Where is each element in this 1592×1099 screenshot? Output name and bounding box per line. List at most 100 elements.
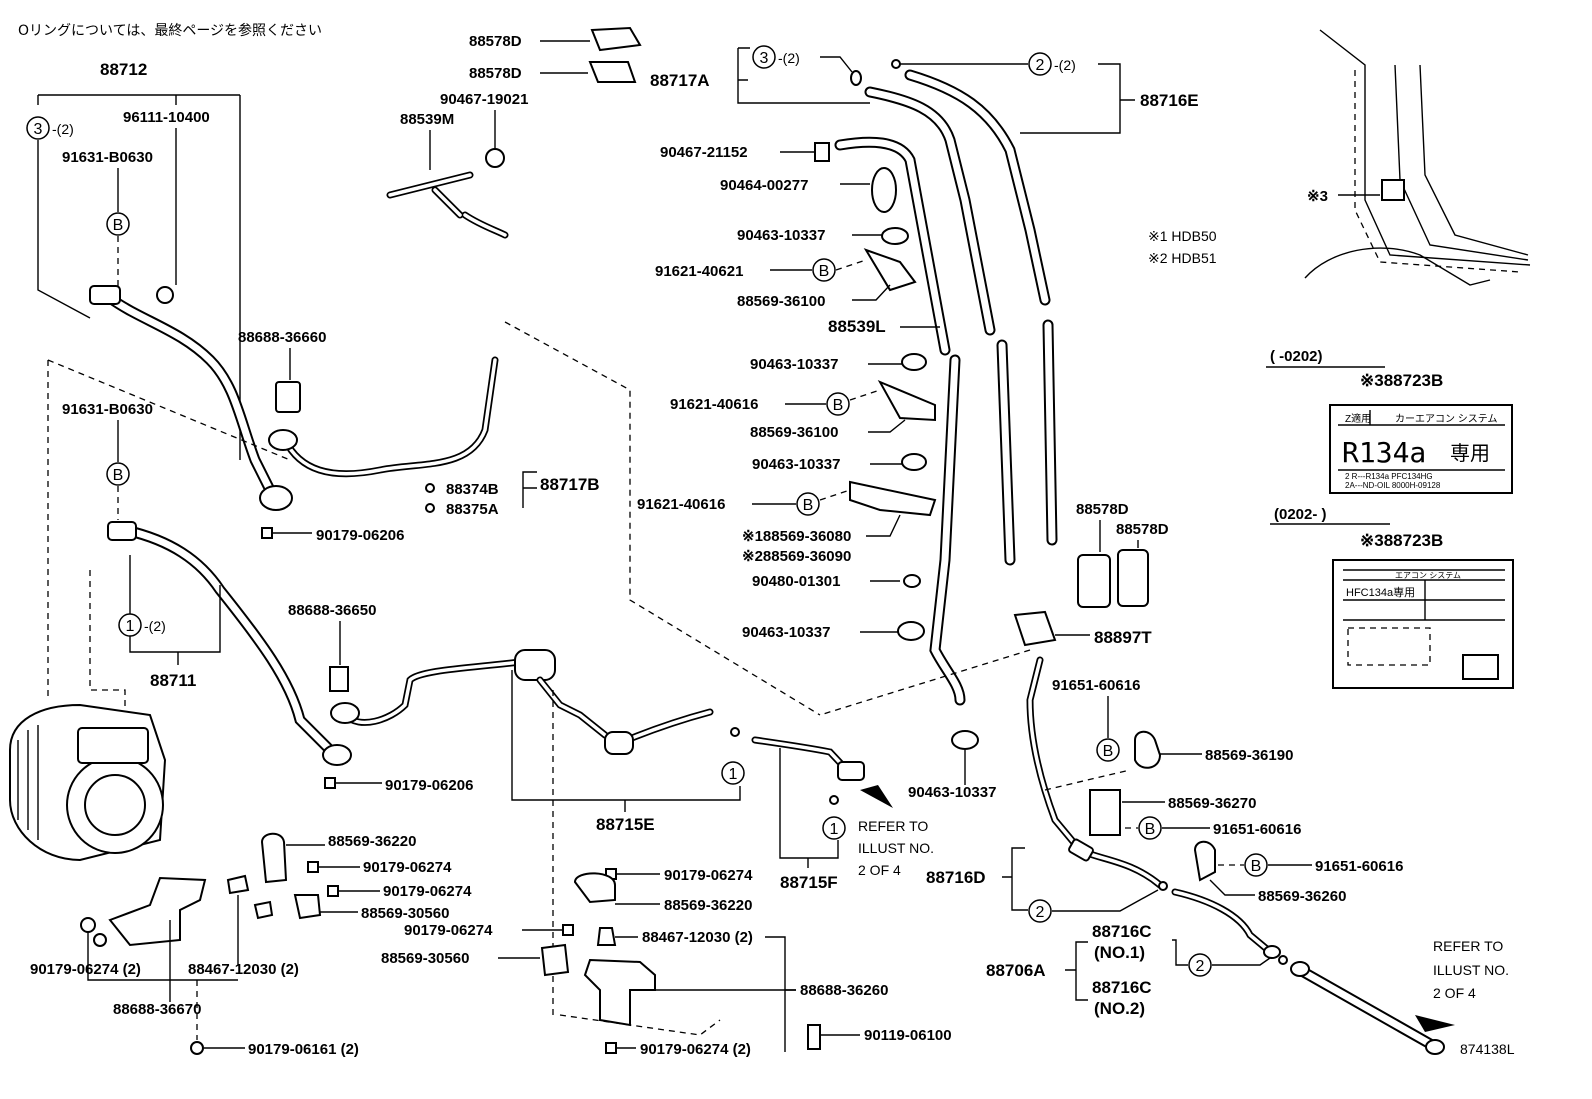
label-88374B[interactable]: 88374B	[446, 481, 499, 498]
label-88375A[interactable]: 88375A	[446, 501, 499, 518]
callout-b-6[interactable]	[1096, 738, 1120, 762]
label-88569-30560-a[interactable]: 88569-30560	[361, 905, 449, 922]
label-90179-06274-c[interactable]: 90179-06274 (2)	[30, 961, 141, 978]
callout-b-1[interactable]	[106, 212, 130, 236]
bracket-88688-36260	[583, 958, 656, 1027]
label-88569-36220-b[interactable]: 88569-36220	[664, 897, 752, 914]
label-88716C-no2[interactable]: 88716C	[1092, 978, 1152, 997]
label-88578D-a[interactable]: 88578D	[469, 33, 522, 50]
label-88897T[interactable]: 88897T	[1094, 628, 1152, 647]
callout-1-mid[interactable]	[721, 761, 745, 785]
label-88578D-b[interactable]: 88578D	[469, 65, 522, 82]
date-range-2[interactable]: (0202- )	[1274, 506, 1327, 523]
label-88569-36100-b[interactable]: 88569-36100	[750, 424, 838, 441]
refer-b-2[interactable]: ILLUST NO.	[1433, 962, 1509, 978]
label-88706A[interactable]: 88706A	[986, 961, 1046, 980]
label-88569-36270[interactable]: 88569-36270	[1168, 795, 1256, 812]
label-88716C-no1-n[interactable]: (NO.1)	[1094, 943, 1145, 962]
label-88711[interactable]: 88711	[150, 671, 196, 690]
label-90179-06274-f[interactable]: 90179-06274 (2)	[640, 1041, 751, 1058]
label-90179-06274-a[interactable]: 90179-06274	[363, 859, 452, 876]
label-96111-10400[interactable]: 96111-10400	[123, 109, 210, 126]
label-88723B-a[interactable]: ※388723B	[1360, 371, 1443, 390]
label-90463-10337-c[interactable]: 90463-10337	[752, 456, 840, 473]
bracket-88717B	[522, 471, 537, 508]
refer-a-1[interactable]: REFER TO	[858, 818, 928, 834]
label-88569-30560-b[interactable]: 88569-30560	[381, 950, 469, 967]
label-91631-B0630-b[interactable]: 91631-B0630	[62, 401, 153, 418]
label-88569-36220-a[interactable]: 88569-36220	[328, 833, 416, 850]
label-88578D-d[interactable]: 88578D	[1116, 521, 1169, 538]
label-88569-36190[interactable]: 88569-36190	[1205, 747, 1293, 764]
block-88897T	[1013, 610, 1057, 647]
callout-3-top[interactable]	[752, 45, 776, 69]
label-91621-40621[interactable]: 91621-40621	[655, 263, 743, 280]
label-90179-06161[interactable]: 90179-06161 (2)	[248, 1041, 359, 1058]
callout-b-4[interactable]	[826, 392, 850, 416]
legend-m1[interactable]: ※1 HDB50	[1148, 228, 1217, 244]
callout-b-2[interactable]	[106, 462, 130, 486]
label-88716E[interactable]: 88716E	[1140, 91, 1199, 110]
label-88569-36090[interactable]: ※288569-36090	[742, 548, 851, 565]
label-90463-10337-a[interactable]: 90463-10337	[737, 227, 825, 244]
label-90467-21152[interactable]: 90467-21152	[660, 144, 748, 161]
label-88578D-c[interactable]: 88578D	[1076, 501, 1129, 518]
label-88712[interactable]: 88712	[100, 60, 147, 79]
refer-a-2[interactable]: ILLUST NO.	[858, 840, 934, 856]
label-91651-60616-a[interactable]: 91651-60616	[1052, 677, 1140, 694]
label-91631-B0630-a[interactable]: 91631-B0630	[62, 149, 153, 166]
label-91621-40616-b[interactable]: 91621-40616	[637, 496, 725, 513]
label-90467-19021[interactable]: 90467-19021	[440, 91, 528, 108]
label-88569-36260[interactable]: 88569-36260	[1258, 888, 1346, 905]
label-88467-12030-b[interactable]: 88467-12030 (2)	[642, 929, 753, 946]
legend-m2[interactable]: ※2 HDB51	[1148, 250, 1217, 266]
label-88717B[interactable]: 88717B	[540, 475, 600, 494]
label-88688-36260[interactable]: 88688-36260	[800, 982, 888, 999]
date-range-1[interactable]: ( -0202)	[1270, 348, 1323, 365]
label-88539L[interactable]: 88539L	[828, 317, 886, 336]
label-91621-40616-a[interactable]: 91621-40616	[670, 396, 758, 413]
label-90179-06206-b[interactable]: 90179-06206	[385, 777, 473, 794]
label-90464-00277[interactable]: 90464-00277	[720, 177, 808, 194]
label-88688-36670[interactable]: 88688-36670	[113, 1001, 201, 1018]
label-88569-36080[interactable]: ※188569-36080	[742, 528, 851, 545]
clamp-88569-36220-b	[573, 872, 616, 904]
label-88688-36660[interactable]: 88688-36660	[238, 329, 326, 346]
label-88539M[interactable]: 88539M	[400, 111, 454, 128]
refer-a-3[interactable]: 2 OF 4	[858, 862, 901, 878]
label-90463-10337-b[interactable]: 90463-10337	[750, 356, 838, 373]
label-88723B-b[interactable]: ※388723B	[1360, 531, 1443, 550]
callout-b-3[interactable]	[812, 258, 836, 282]
marker-m3[interactable]: ※3	[1307, 188, 1328, 205]
label-88716D[interactable]: 88716D	[926, 868, 986, 887]
callout-2-mid[interactable]	[1028, 899, 1052, 923]
label-88715F[interactable]: 88715F	[780, 873, 838, 892]
label-88716C-no1[interactable]: 88716C	[1092, 922, 1152, 941]
refer-b-1[interactable]: REFER TO	[1433, 938, 1503, 954]
label-90480-01301[interactable]: 90480-01301	[752, 573, 840, 590]
callout-2-top[interactable]	[1028, 52, 1052, 76]
label-90179-06274-d[interactable]: 90179-06274	[664, 867, 753, 884]
label-88716C-no2-n[interactable]: (NO.2)	[1094, 999, 1145, 1018]
callout-b-5[interactable]	[796, 492, 820, 516]
label-90179-06206-a[interactable]: 90179-06206	[316, 527, 404, 544]
callout-3-left[interactable]	[26, 116, 50, 140]
callout-1-88715F[interactable]	[822, 816, 846, 840]
label-91651-60616-b[interactable]: 91651-60616	[1213, 821, 1301, 838]
label-88569-36100-a[interactable]: 88569-36100	[737, 293, 825, 310]
label-88467-12030-a[interactable]: 88467-12030 (2)	[188, 961, 299, 978]
callout-b-8[interactable]	[1244, 853, 1268, 877]
label-90179-06274-b[interactable]: 90179-06274	[383, 883, 472, 900]
label-90179-06274-e[interactable]: 90179-06274	[404, 922, 493, 939]
label-91651-60616-c[interactable]: 91651-60616	[1315, 858, 1403, 875]
label-90119-06100[interactable]: 90119-06100	[864, 1027, 952, 1044]
refer-b-3[interactable]: 2 OF 4	[1433, 985, 1476, 1001]
label-88688-36650[interactable]: 88688-36650	[288, 602, 376, 619]
callout-b-7[interactable]	[1138, 816, 1162, 840]
clip-88578D-d	[1117, 549, 1149, 607]
label-88717A[interactable]: 88717A	[650, 71, 710, 90]
label-90463-10337-d[interactable]: 90463-10337	[742, 624, 830, 641]
callout-2-bottom[interactable]	[1188, 953, 1212, 977]
label-90463-10337-e[interactable]: 90463-10337	[908, 784, 996, 801]
label-88715E[interactable]: 88715E	[596, 815, 655, 834]
